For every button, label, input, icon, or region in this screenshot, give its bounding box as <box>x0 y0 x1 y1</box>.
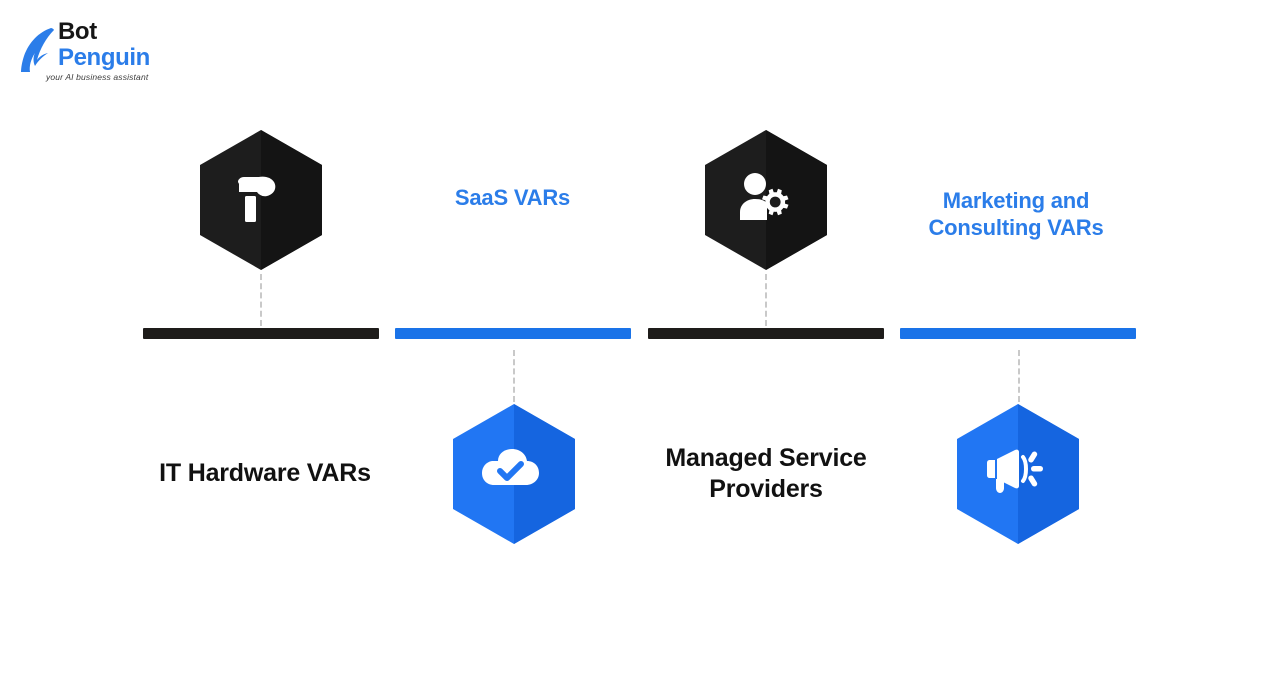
connector-marketing-and-consulting-vars <box>1018 350 1020 402</box>
bar-it-hardware-vars <box>143 328 379 339</box>
label-managed-service-providers: Managed Service Providers <box>665 444 867 503</box>
bar-saas-vars <box>395 328 631 339</box>
brand-tagline: your AI business assistant <box>46 72 149 82</box>
bar-marketing-and-consulting-vars <box>900 328 1136 339</box>
label-marketing-and-consulting-vars: Marketing and Consulting VARs <box>928 188 1104 240</box>
hex-tile-it-hardware-vars[interactable] <box>200 130 322 270</box>
connector-it-hardware-vars <box>260 274 262 326</box>
cloud-check-icon <box>482 449 539 485</box>
bar-managed-service-providers <box>648 328 884 339</box>
brand-name-line1: Bot <box>58 18 97 45</box>
brand-wordmark: Bot Penguin <box>58 20 150 72</box>
brand-logo[interactable]: Bot Penguin your AI business assistant <box>18 20 183 86</box>
label-saas-vars: SaaS VARs <box>454 185 571 210</box>
megaphone-icon <box>987 449 1043 493</box>
penguin-logo-icon <box>18 26 60 74</box>
hex-tile-marketing-and-consulting-vars[interactable] <box>957 404 1079 544</box>
connector-saas-vars <box>513 350 515 402</box>
hex-tile-saas-vars[interactable] <box>453 404 575 544</box>
hex-tile-managed-service-providers[interactable] <box>705 130 827 270</box>
hammer-icon <box>238 176 276 222</box>
user-gear-icon <box>740 173 789 220</box>
brand-name-line2: Penguin <box>58 44 150 71</box>
label-it-hardware-vars: IT Hardware VARs <box>159 459 371 487</box>
connector-managed-service-providers <box>765 274 767 326</box>
